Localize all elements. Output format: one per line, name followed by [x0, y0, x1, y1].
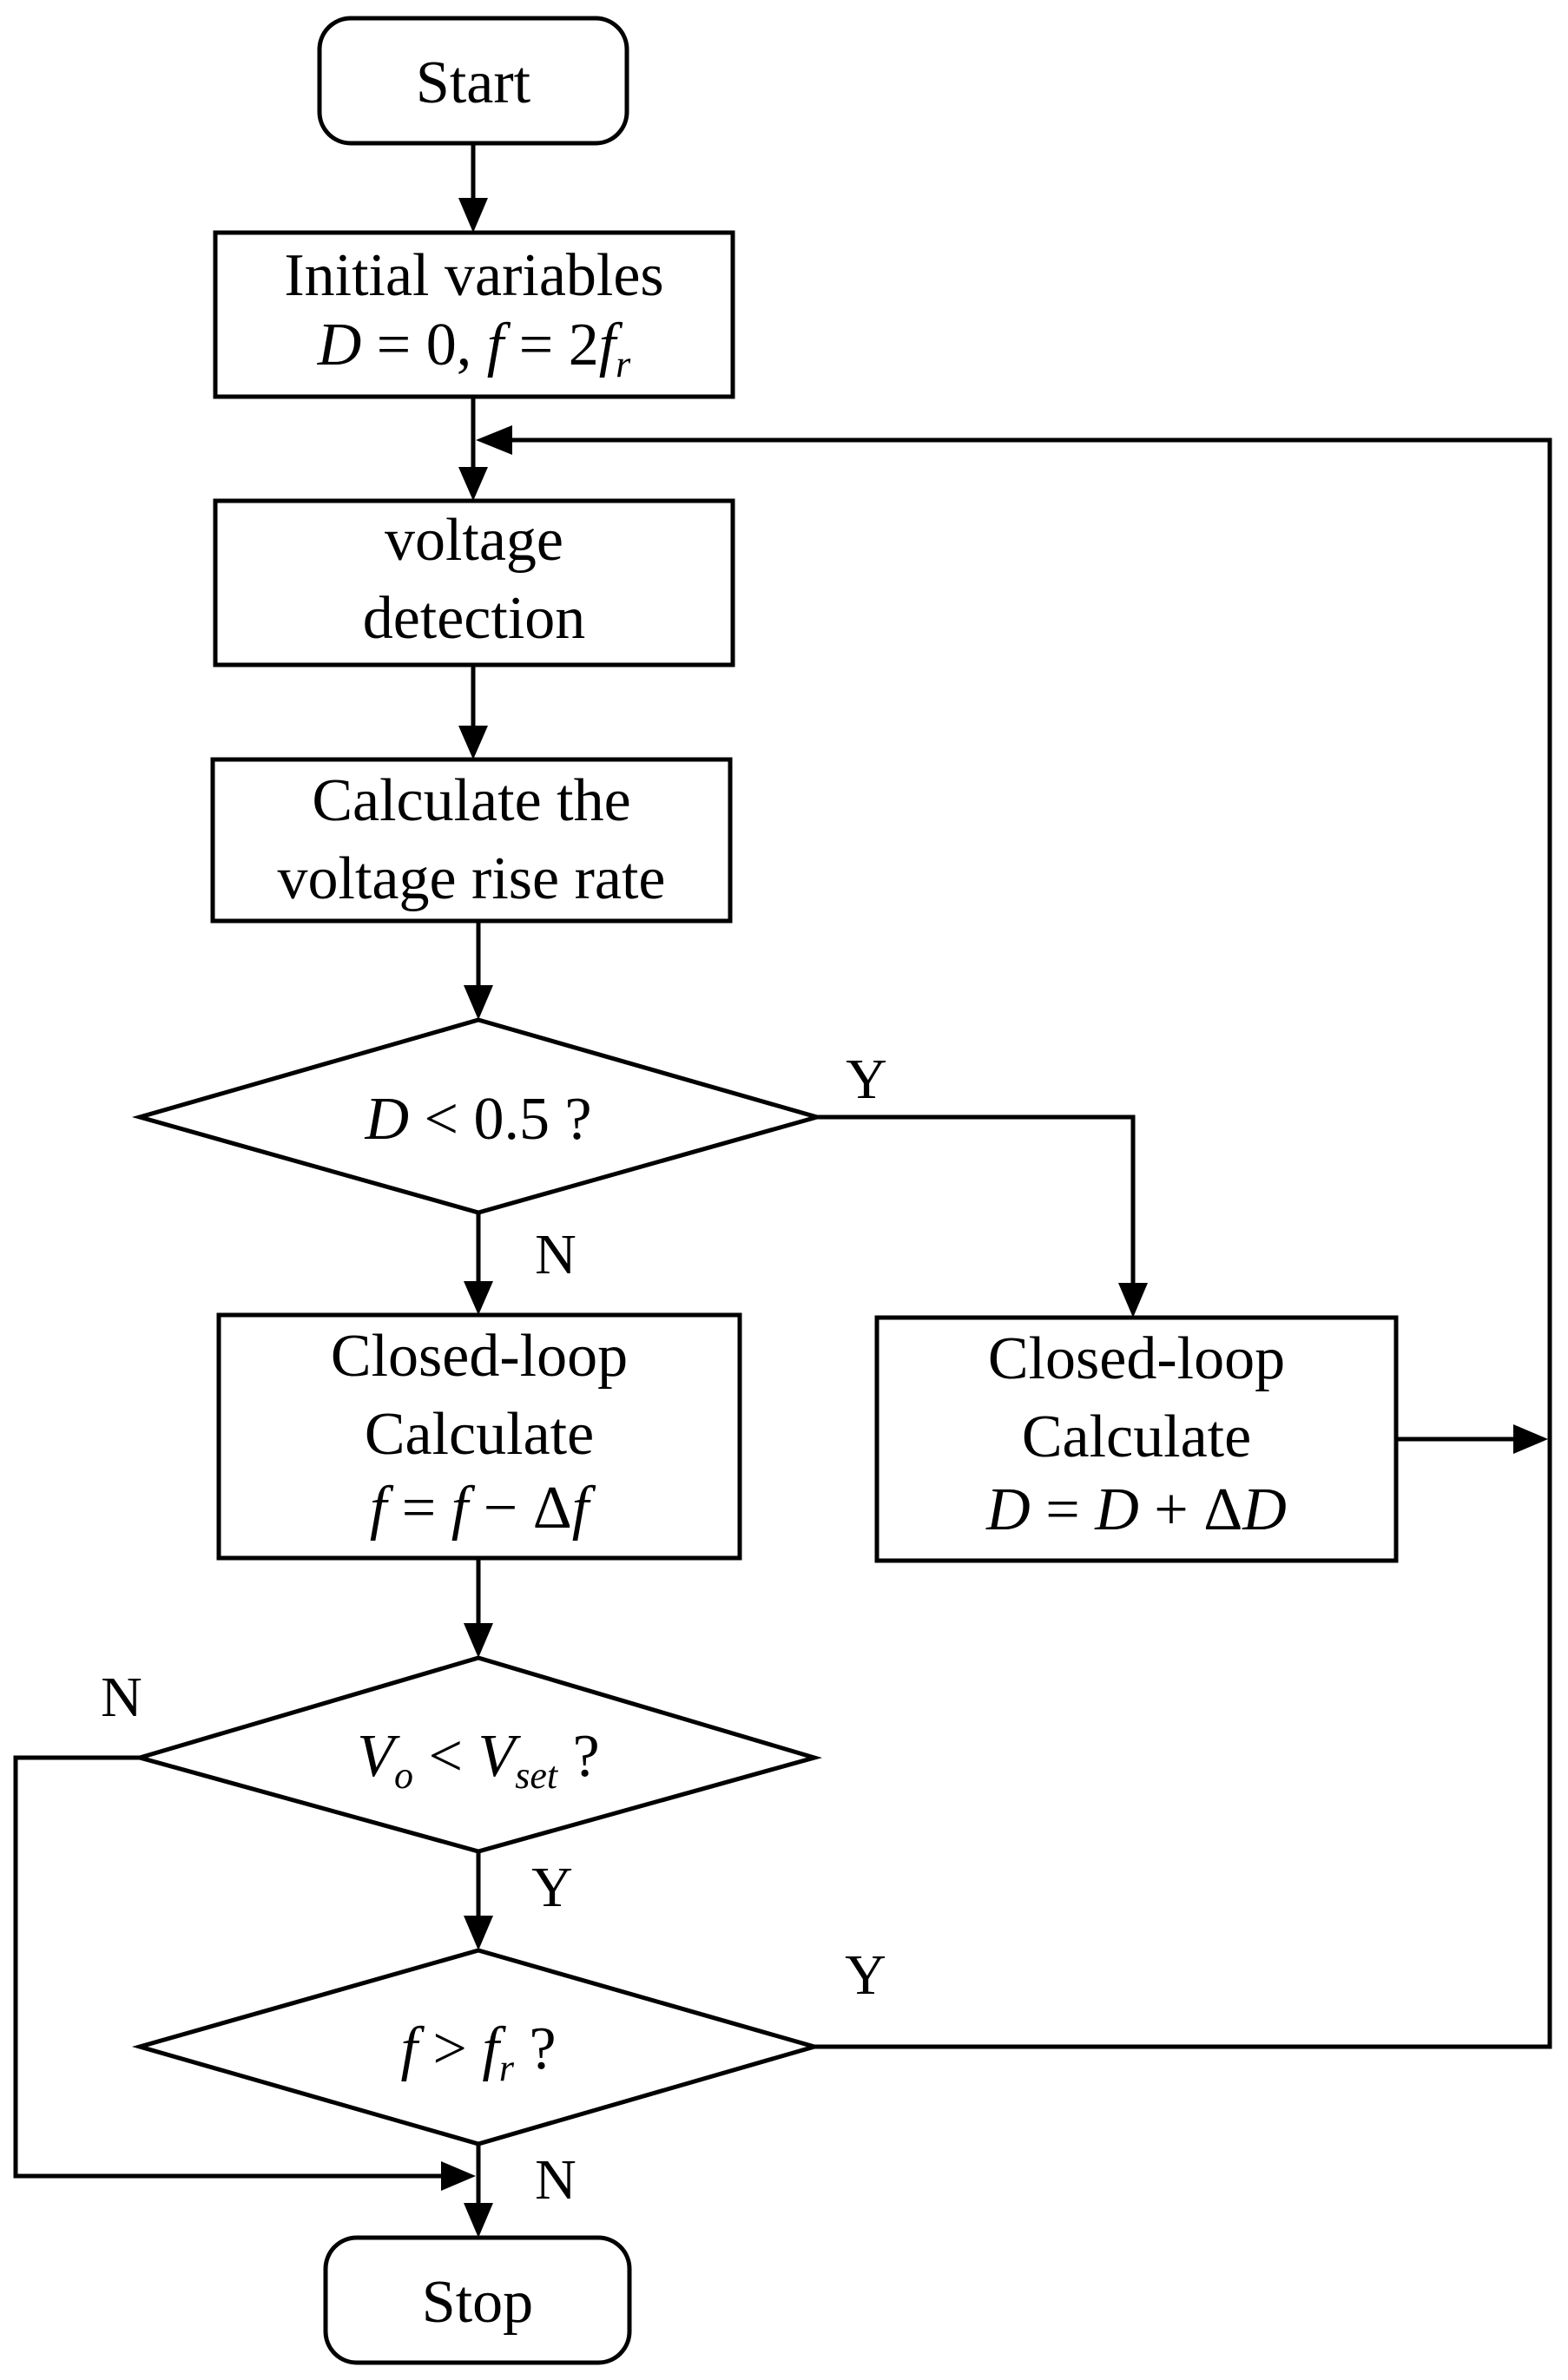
arrowhead-detection: [458, 467, 488, 501]
decision-d-label: D < 0.5 ?: [364, 1086, 591, 1153]
edge-label-v-no: N: [101, 1666, 142, 1729]
arrowhead-init: [458, 198, 488, 233]
arrowhead-decision-f: [464, 1916, 493, 1950]
edge-label-v-yes: Y: [531, 1856, 573, 1919]
edge-label-d-no: N: [535, 1223, 576, 1286]
arrowhead-closed-left: [464, 1281, 493, 1315]
closed-left-line3: f = f − Δf: [370, 1475, 596, 1542]
arrowhead-decision-v-no: [441, 2161, 476, 2191]
init-line2: D = 0, f = 2fr: [317, 312, 631, 385]
closed-left-line2: Calculate: [365, 1401, 594, 1468]
arrowhead-decision-d: [464, 985, 493, 1020]
edge-label-d-yes: Y: [846, 1048, 887, 1111]
start-label: Start: [416, 49, 531, 116]
arrowhead-closed-right: [1118, 1283, 1148, 1318]
init-variables-box: [213, 230, 735, 399]
voltage-detection-line1: voltage: [385, 507, 563, 574]
calculate-rise-rate-box: [210, 757, 733, 924]
arrowhead-loop-return: [476, 425, 512, 455]
closed-loop-frequency-box: [216, 1312, 742, 1561]
connector-decision-f-yes-loop: [511, 437, 1552, 2049]
arrowhead-loop-merge: [1513, 1424, 1548, 1454]
closed-right-line2: Calculate: [1022, 1404, 1251, 1470]
voltage-detection-box: [213, 498, 735, 667]
edge-label-f-no: N: [535, 2148, 576, 2212]
decision-f-label: f > fr ?: [400, 2015, 556, 2089]
voltage-detection-line2: detection: [363, 585, 586, 652]
calc-rise-line1: Calculate the: [312, 767, 630, 834]
edge-label-f-yes: Y: [845, 1943, 886, 2007]
connector-decision-d-yes: [817, 1114, 1136, 1285]
arrowhead-calc: [458, 726, 488, 759]
closed-loop-duty-box: [874, 1315, 1399, 1563]
init-line1: Initial variables: [284, 242, 663, 309]
closed-right-line3: D = D + ΔD: [985, 1476, 1287, 1543]
stop-label: Stop: [422, 2269, 533, 2336]
connector-decision-v-no: [13, 1755, 443, 2179]
arrowhead-decision-v: [464, 1623, 493, 1658]
closed-right-line1: Closed-loop: [988, 1325, 1285, 1392]
calc-rise-line2: voltage rise rate: [277, 845, 665, 912]
stop-terminal: [323, 2235, 632, 2365]
decision-v-label: Vo < Vset ?: [357, 1723, 599, 1797]
closed-left-line1: Closed-loop: [331, 1323, 628, 1390]
arrowhead-stop: [464, 2203, 493, 2238]
